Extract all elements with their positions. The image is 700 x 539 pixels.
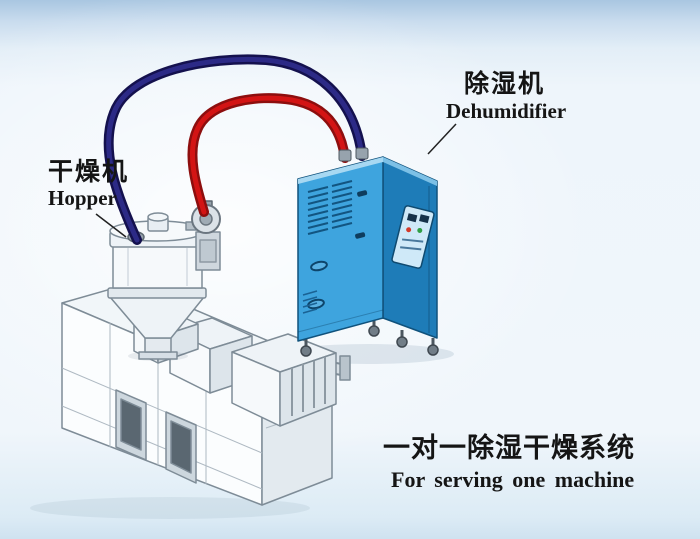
hopper-label-en: Hopper <box>48 186 117 210</box>
hopper-body-seams <box>127 248 188 286</box>
control-panel <box>391 205 435 269</box>
dehumidifier-label-en: Dehumidifier <box>446 99 567 123</box>
system-caption-en: For serving one machine <box>391 467 635 493</box>
dehumidifier-leader-line <box>427 123 457 155</box>
cabinet-front-face <box>297 156 384 342</box>
vent-slot-2 <box>355 232 366 239</box>
clamp-vent-slats <box>291 357 326 416</box>
hose-connector-left <box>338 149 352 162</box>
machine-door-window-2 <box>170 420 192 474</box>
red-hose <box>189 95 348 215</box>
bottom-grille <box>302 290 318 314</box>
dehumidifier-label-cn: 除湿机 <box>464 69 546 98</box>
extruder-machine <box>61 282 351 506</box>
dehumidifier-cabinet <box>297 156 439 357</box>
hose-connector-right <box>355 147 369 160</box>
machine-panel-seams <box>61 323 329 490</box>
air-hoses <box>103 54 367 245</box>
clamp-unit <box>231 333 337 427</box>
hopper-mount-flange <box>138 351 178 360</box>
display-window-2 <box>419 214 430 224</box>
hopper-neck <box>144 337 172 353</box>
cabinet-top-bevel-front <box>298 157 383 184</box>
hopper-lid-cap-top <box>147 212 169 222</box>
display-window-1 <box>406 213 418 223</box>
machine-shadow <box>30 497 310 519</box>
machine-door-window-1 <box>120 398 142 451</box>
cabinet-top-bevel-side <box>383 157 437 186</box>
hopper-flange-band <box>107 287 207 299</box>
system-caption-cn: 一对一除湿干燥系统 <box>383 433 635 464</box>
die-end-plate <box>339 355 351 381</box>
system-caption: 一对一除湿干燥系统 For serving one machine <box>383 434 635 492</box>
hopper-label: 干燥机 Hopper <box>48 158 129 210</box>
door-handle-1 <box>310 260 328 272</box>
hopper-leader-line <box>95 213 127 238</box>
dehumidifier-label: 除湿机 Dehumidifier <box>446 70 566 123</box>
indicator-green <box>417 227 423 233</box>
cabinet-bottom-seam <box>297 309 384 333</box>
vent-slot-1 <box>357 190 368 197</box>
hopper-label-cn: 干燥机 <box>48 157 130 186</box>
vent-grille <box>307 180 353 235</box>
indicator-red <box>406 227 412 233</box>
blue-hose <box>106 56 365 243</box>
hopper-body <box>112 245 203 289</box>
